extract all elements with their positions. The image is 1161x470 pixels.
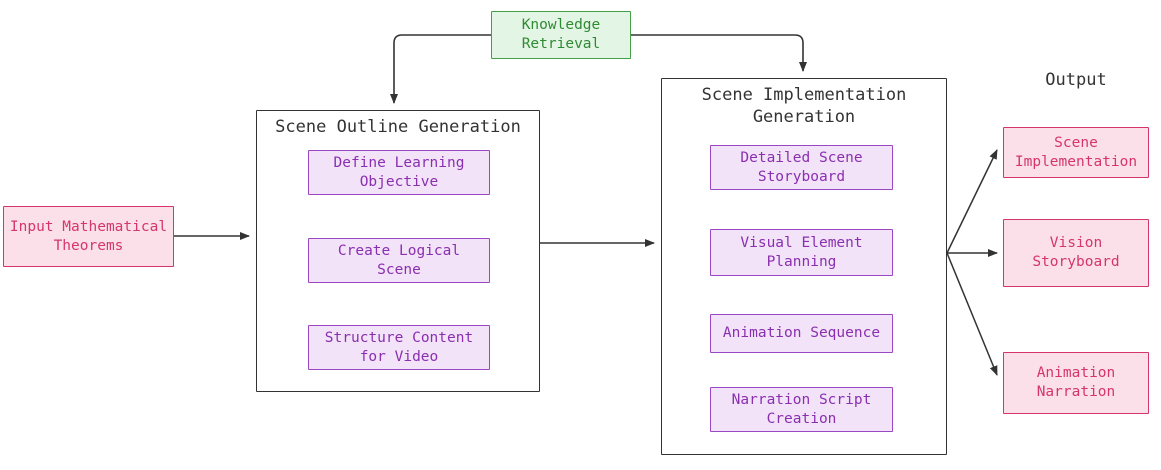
node-narration-script-creation[interactable]: Narration Script Creation: [710, 387, 893, 432]
node-create-logical-scene[interactable]: Create Logical Scene: [308, 238, 490, 283]
node-structure-content-for-video[interactable]: Structure Content for Video: [308, 325, 490, 370]
output-heading: Output: [1045, 70, 1107, 90]
node-define-learning-objective[interactable]: Define Learning Objective: [308, 150, 490, 195]
node-visual-element-planning[interactable]: Visual Element Planning: [710, 229, 893, 276]
edge-implementation-to-animation-narration: [946, 252, 998, 376]
node-detailed-scene-storyboard[interactable]: Detailed Scene Storyboard: [710, 145, 893, 190]
edge-knowledge-to-implementation: [631, 34, 807, 72]
node-output-scene-implementation[interactable]: Scene Implementation: [1003, 127, 1149, 178]
node-input-mathematical-theorems[interactable]: Input Mathematical Theorems: [3, 206, 174, 267]
node-knowledge-retrieval[interactable]: Knowledge Retrieval: [491, 11, 631, 59]
node-output-animation-narration[interactable]: Animation Narration: [1003, 352, 1149, 414]
edge-knowledge-to-outline: [390, 34, 492, 104]
node-animation-sequence[interactable]: Animation Sequence: [710, 314, 893, 353]
edge-implementation-to-scene-implementation: [946, 149, 998, 254]
cluster-title-scene-implementation-generation: Scene Implementation Generation: [701, 85, 907, 128]
cluster-title-scene-outline-generation: Scene Outline Generation: [275, 117, 521, 137]
node-output-vision-storyboard[interactable]: Vision Storyboard: [1003, 219, 1149, 287]
